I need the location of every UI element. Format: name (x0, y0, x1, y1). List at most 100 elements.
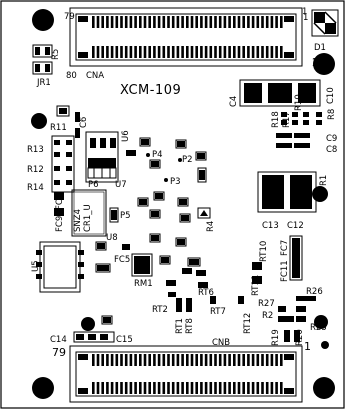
mounting-hole-top-right (313, 53, 335, 75)
component-middle-cluster (126, 137, 207, 183)
connector-cnb-top-pin (171, 354, 175, 366)
mid-lower-3 (149, 209, 161, 219)
connector-cnb-bottom-pin (275, 382, 278, 394)
connector-cna-top-pin (143, 16, 147, 28)
label-r10: R10 (294, 94, 304, 111)
connector-cnb-top-pin (214, 354, 217, 366)
u6-pad-3 (110, 138, 116, 148)
tp-p4-dot (146, 153, 150, 157)
connector-cnb-top-pin (115, 354, 119, 366)
label-r13: R13 (27, 145, 44, 155)
connector-cna-bottom-pin (280, 46, 283, 58)
connector-cnb-bottom-pin (181, 382, 184, 394)
r1-pad-right (290, 175, 312, 209)
r1-pad-left (262, 175, 284, 209)
connector-cna-top-pin (237, 16, 241, 28)
c15-pad (100, 334, 108, 340)
connector-cnb-top-pin (270, 354, 274, 366)
connector-cna-bottom-pin (167, 46, 170, 58)
connector-cna-top-pin (275, 16, 278, 28)
connector-cnb-bottom-pin (256, 382, 260, 394)
mid-lower-2 (153, 191, 165, 201)
connector-cnb-top-pin (233, 354, 236, 366)
connector-cna-bottom-pin (134, 46, 137, 58)
connector-cnb-end-br (284, 388, 294, 394)
connector-cna-top-pin (124, 16, 128, 28)
rt1-pad (176, 298, 182, 312)
connector-cna-top-pin (186, 16, 189, 28)
u6-pad-2 (100, 138, 106, 148)
connector-cna-bottom-pin (200, 46, 203, 58)
connector-cnb-bottom-pin (204, 382, 208, 394)
c14-pad-b (88, 334, 96, 340)
u5-pin-2 (36, 262, 42, 267)
r12-pad-a (54, 166, 60, 171)
label-fc9: FC9 (55, 216, 65, 232)
label-rt10: RT10 (259, 241, 269, 262)
connector-cna-bottom-pin (218, 46, 222, 58)
connector-cnb-bottom-pin (110, 382, 114, 394)
r27-pad (278, 306, 286, 312)
connector-cnb-top-pin (186, 354, 189, 366)
r5-pad-left (35, 47, 40, 55)
label-r8: R8 (327, 109, 337, 120)
connector-cnb-bottom-pin (171, 382, 175, 394)
connector-cna-top-pin (214, 16, 217, 28)
via-c14-area (81, 317, 95, 331)
label-c8: C8 (326, 145, 337, 155)
connector-cna-top-pin (106, 16, 109, 28)
label-u8: U8 (106, 233, 118, 243)
label-r1: R1 (319, 175, 329, 186)
connector-cna-top-pin (200, 16, 203, 28)
label-c15: C15 (116, 335, 133, 345)
connector-cnb-bottom-pin (218, 382, 222, 394)
rt7-pad (210, 296, 216, 304)
connector-cnb-top-pin (110, 354, 114, 366)
connector-cnb-bottom-pin (214, 382, 217, 394)
label-u6: U6 (121, 130, 131, 142)
connector-cna-bottom-pin (106, 46, 109, 58)
label-fc6: FC6 (55, 194, 65, 210)
mid-comp-6-pad (199, 170, 205, 180)
board-title: XCM-109 (120, 83, 181, 98)
jumper-jr1 (32, 61, 53, 75)
r11-pad-a (54, 140, 60, 145)
connector-cnb-bottom-pin (101, 382, 104, 394)
label-p2: P2 (182, 155, 193, 165)
connector-cnb-top-pin (256, 354, 260, 366)
label-fc5: FC5 (114, 255, 130, 265)
rt-cluster-pad-4 (198, 282, 208, 288)
tp-p3-dot (164, 178, 168, 182)
r4-marker (200, 210, 208, 216)
connector-cna-bottom-pin (233, 46, 236, 58)
label-cnb: CNB (212, 338, 230, 348)
label-u5: U5 (31, 260, 41, 272)
connector-cnb-bottom-pin (223, 382, 227, 394)
label-rt12: RT12 (243, 313, 253, 334)
connector-cnb-top-pin (96, 354, 100, 366)
connector-cnb-top-pin (251, 354, 255, 366)
rt10-pad-b (252, 276, 262, 284)
fc5-area-2 (95, 263, 111, 273)
r12-pad-b (66, 166, 72, 171)
connector-cna-bottom-pin (148, 46, 151, 58)
mid-lower-1-pad (139, 199, 147, 205)
fc11-body (292, 238, 300, 278)
snz4-outline (71, 189, 107, 237)
connector-cnb-bottom-pin (157, 382, 161, 394)
fc5-area-6 (159, 255, 171, 265)
connector-cnb-top-pin (134, 354, 137, 366)
mid-comp-4 (149, 159, 161, 169)
connector-cnb-top-pin (101, 354, 104, 366)
u5-pin-4 (78, 250, 84, 255)
mounting-hole-top-left (32, 9, 54, 31)
connector-cnb-bottom-pin (120, 382, 123, 394)
connector-cna-top-pin (204, 16, 208, 28)
fc5-area-5 (175, 237, 187, 247)
rt8-pad (186, 298, 192, 312)
connector-cnb-top-pin (167, 354, 170, 366)
mid-lower-5-pad (181, 215, 189, 221)
r4-outline (197, 207, 211, 219)
c4-body (268, 83, 292, 103)
connector-cnb-bottom-pin (167, 382, 170, 394)
